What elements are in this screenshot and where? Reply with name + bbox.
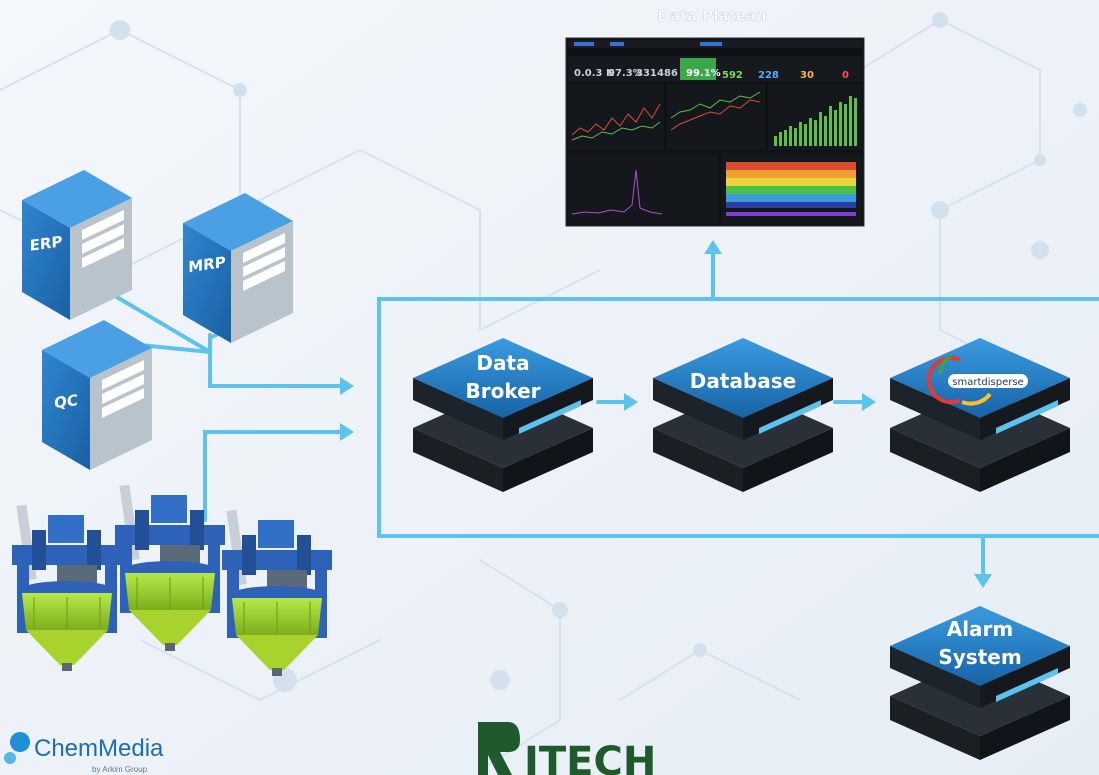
- chemmedia-logo: ChemMedia by Arkim Group: [4, 732, 164, 774]
- qc-server: QC: [42, 320, 152, 470]
- kpi-value: 97.3%: [608, 68, 643, 79]
- panel-line-green: [571, 121, 661, 141]
- panel-bars: [774, 96, 857, 146]
- dashboard-screenshot: 0.0.3 K 97.3% 331 486 99.1% 592 228 30 0: [565, 37, 865, 227]
- chemmedia-name: ChemMedia: [34, 735, 164, 762]
- alarm-label-line1: Alarm: [947, 617, 1014, 641]
- network-nodes: [110, 12, 1087, 692]
- alarm-label-line2: System: [938, 645, 1021, 669]
- arrowheads: [340, 240, 992, 588]
- smartdisperse-block: smartdisperse: [890, 338, 1070, 492]
- data-broker-label-line1: Data: [476, 351, 529, 375]
- kpi-value: 0: [842, 70, 849, 81]
- kpi-value: 331: [636, 68, 657, 79]
- panel-line-red: [571, 103, 661, 136]
- qc-label: QC: [54, 391, 78, 412]
- erp-server: ERP: [22, 170, 132, 320]
- kpi-row: 0.0.3 K 97.3% 331 486 99.1% 592 228 30 0: [568, 56, 862, 82]
- erp-label: ERP: [30, 232, 63, 255]
- dashboard-title: Data Plateau: [657, 7, 767, 25]
- data-broker-label-line2: Broker: [465, 379, 540, 403]
- alarm-system-block: Alarm System: [890, 606, 1070, 760]
- kpi-value: 99.1%: [686, 68, 721, 79]
- database-label: Database: [690, 369, 796, 393]
- data-broker-block: Data Broker: [413, 338, 593, 492]
- smartdisperse-label: smartdisperse: [952, 377, 1023, 388]
- kpi-value: 592: [722, 70, 743, 81]
- database-block: Database: [653, 338, 833, 492]
- mrp-label: MRP: [188, 253, 225, 276]
- mrp-server: MRP: [183, 193, 293, 343]
- ritech-name: ITECH: [524, 739, 656, 775]
- ritech-logo: ITECH: [478, 722, 656, 775]
- chemmedia-subtitle: by Arkim Group: [92, 765, 148, 774]
- panel-heatmap: [726, 162, 856, 216]
- kpi-value: 228: [758, 70, 779, 81]
- kpi-value: 30: [800, 70, 814, 81]
- kpi-value: 0.0.3 K: [574, 68, 615, 79]
- smartdisperse-logo: smartdisperse: [926, 354, 1028, 406]
- kpi-value: 486: [657, 68, 678, 79]
